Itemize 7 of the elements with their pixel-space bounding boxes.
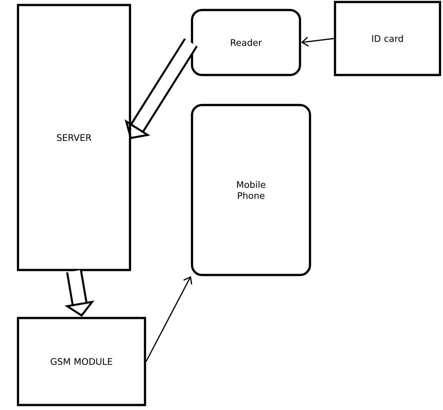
rounded-box: Mobile Phone xyxy=(190,104,312,276)
box: ID card xyxy=(334,0,442,76)
box: GSM MODULE xyxy=(16,316,146,406)
box: SERVER xyxy=(16,4,132,272)
arrow xyxy=(146,276,192,362)
rounded-box: Reader xyxy=(190,8,302,76)
arrow xyxy=(301,36,334,47)
